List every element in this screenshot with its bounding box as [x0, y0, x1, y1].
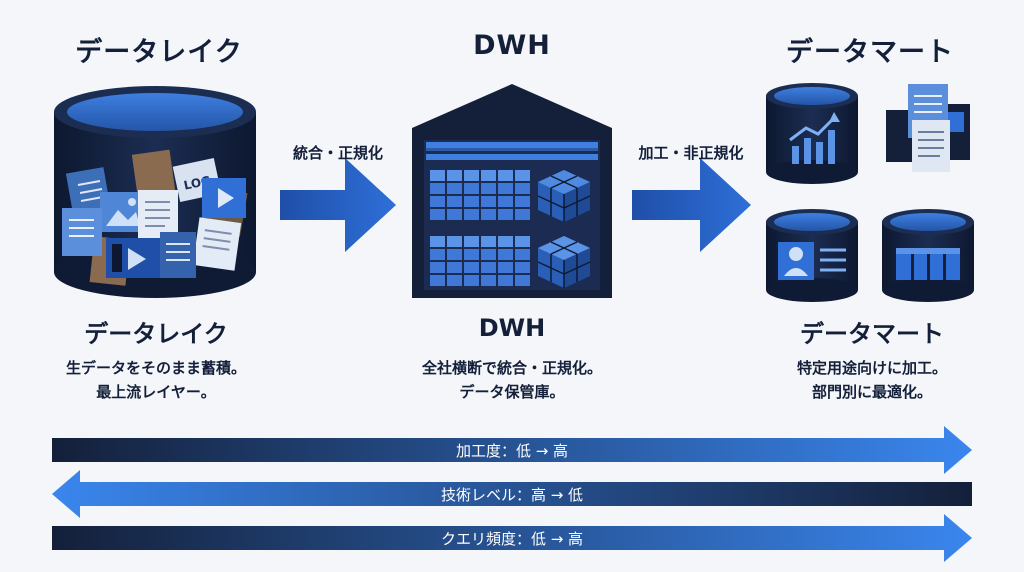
- mart-desc-line1: 特定用途向けに加工。: [796, 359, 947, 377]
- lake-desc-line2: 最上流レイヤー。: [96, 383, 216, 401]
- dwh-table-grid-top-icon: [430, 170, 530, 220]
- lake-desc-line1: 生データをそのまま蓄積。: [65, 359, 246, 377]
- table-cell: [498, 209, 513, 220]
- flow-arrow-1-icon: [280, 158, 396, 252]
- table-cell: [498, 249, 513, 260]
- table-cell: [498, 262, 513, 273]
- scale-bar-query: クエリ頻度：低 → 高: [52, 514, 972, 562]
- flow-arrow-2-icon: [632, 158, 751, 252]
- table-cell: [515, 196, 530, 207]
- table-cell: [481, 209, 496, 220]
- table-cell: [447, 209, 462, 220]
- dwh-title: DWH: [473, 30, 551, 61]
- table-cell: [430, 196, 445, 207]
- mart-chart-cylinder-icon: [766, 83, 858, 184]
- table-cell: [481, 196, 496, 207]
- table-cell: [481, 183, 496, 194]
- table-cell: [498, 236, 513, 247]
- scale-label-query: クエリ頻度：低 → 高: [441, 530, 583, 548]
- dwh-table-grid-bottom-icon: [430, 236, 530, 286]
- table-cell: [430, 249, 445, 260]
- lake-files-icon: LOG: [62, 149, 248, 286]
- dwh-subtitle: DWH: [478, 314, 546, 342]
- mart-desc-line2: 部門別に最適化。: [811, 383, 932, 401]
- table-cell: [430, 236, 445, 247]
- table-cell: [464, 196, 479, 207]
- table-cell: [464, 183, 479, 194]
- table-cell: [515, 249, 530, 260]
- dwh-desc-line1: 全社横断で統合・正規化。: [421, 359, 602, 377]
- table-cell: [498, 170, 513, 181]
- scale-label-skill: 技術レベル：高 → 低: [441, 486, 583, 504]
- table-cell: [481, 170, 496, 181]
- mart-title: データマート: [786, 37, 954, 68]
- table-cell: [481, 236, 496, 247]
- table-cell: [464, 275, 479, 286]
- scale-label-processing: 加工度：低 → 高: [456, 442, 568, 460]
- table-cell: [515, 209, 530, 220]
- table-cell: [430, 170, 445, 181]
- table-cell: [481, 275, 496, 286]
- table-cell: [464, 262, 479, 273]
- mart-documents-icon: [886, 84, 970, 172]
- table-cell: [447, 196, 462, 207]
- table-cell: [447, 170, 462, 181]
- mart-profile-cylinder-icon: [766, 209, 858, 302]
- table-cell: [464, 249, 479, 260]
- scale-bar-processing: 加工度：低 → 高: [52, 426, 972, 474]
- lake-title: データレイク: [75, 37, 243, 68]
- table-cell: [447, 183, 462, 194]
- table-cell: [447, 236, 462, 247]
- table-cell: [430, 209, 445, 220]
- dwh-description: 全社横断で統合・正規化。 データ保管庫。: [392, 356, 632, 404]
- lake-description: 生データをそのまま蓄積。 最上流レイヤー。: [34, 356, 278, 404]
- dwh-desc-line2: データ保管庫。: [459, 383, 565, 401]
- flow-label-integrate: 統合・正規化: [292, 144, 383, 162]
- table-cell: [447, 275, 462, 286]
- flow-label-denormalize: 加工・非正規化: [638, 144, 744, 162]
- table-cell: [515, 183, 530, 194]
- table-cell: [498, 183, 513, 194]
- table-cell: [515, 170, 530, 181]
- table-cell: [447, 262, 462, 273]
- table-cell: [430, 275, 445, 286]
- dwh-cube-top-icon: [537, 170, 591, 222]
- table-cell: [430, 262, 445, 273]
- scale-bar-skill: 技術レベル：高 → 低: [52, 470, 972, 518]
- mart-description: 特定用途向けに加工。 部門別に最適化。: [756, 356, 988, 404]
- table-cell: [481, 249, 496, 260]
- table-cell: [515, 236, 530, 247]
- table-cell: [498, 275, 513, 286]
- table-cell: [464, 209, 479, 220]
- table-cell: [515, 262, 530, 273]
- table-cell: [481, 262, 496, 273]
- table-cell: [447, 249, 462, 260]
- lake-subtitle: データレイク: [84, 320, 228, 348]
- mart-columns-cylinder-icon: [882, 209, 974, 302]
- mart-subtitle: データマート: [800, 320, 944, 348]
- table-cell: [498, 196, 513, 207]
- table-cell: [464, 236, 479, 247]
- dwh-cube-bottom-icon: [537, 236, 591, 288]
- table-cell: [430, 183, 445, 194]
- table-cell: [464, 170, 479, 181]
- table-cell: [515, 275, 530, 286]
